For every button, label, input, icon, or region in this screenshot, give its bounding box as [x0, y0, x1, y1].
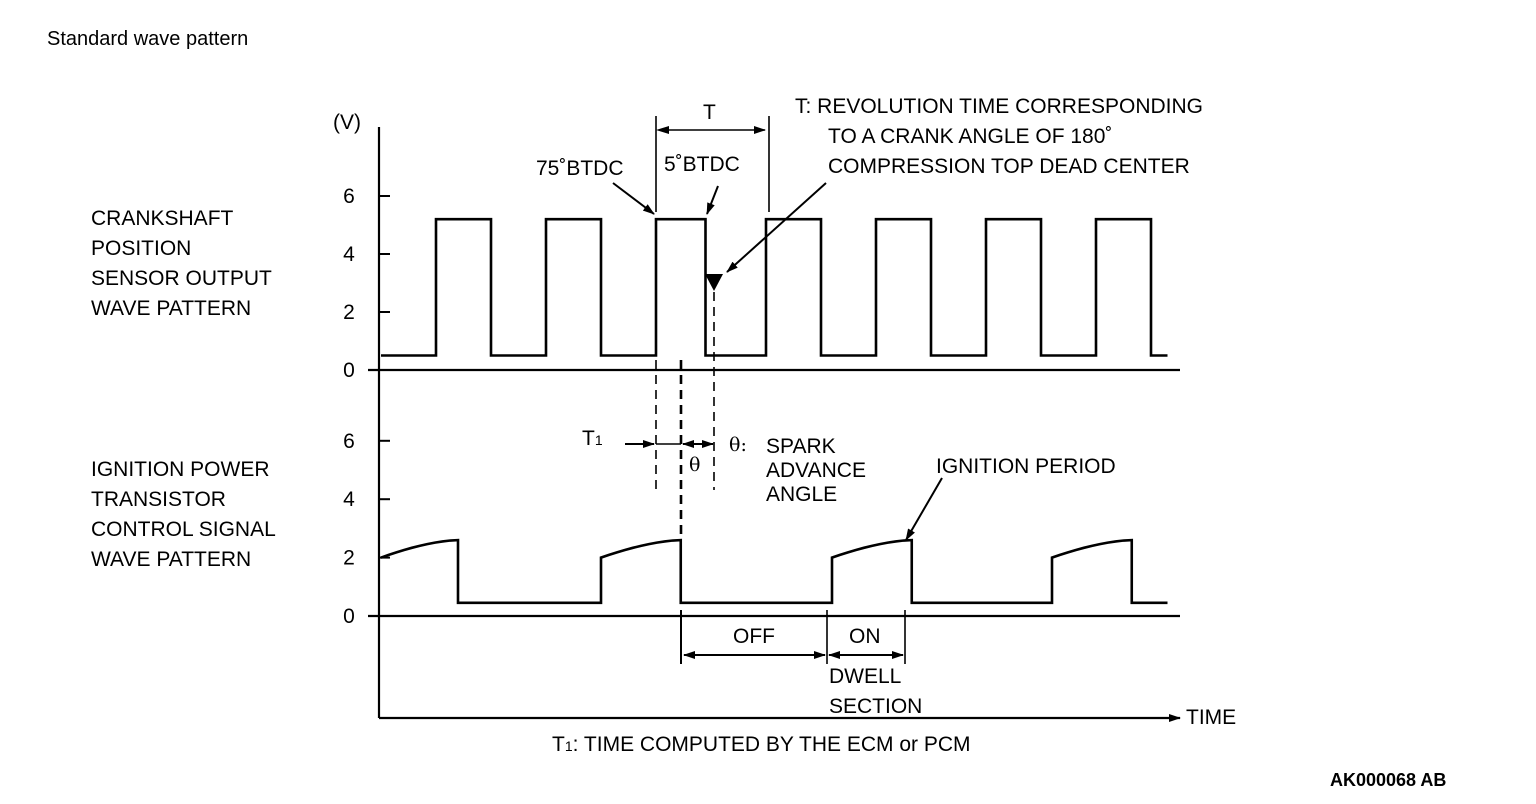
- T-arrowhead-left: [656, 126, 669, 134]
- on-label: ON: [849, 625, 881, 648]
- dwell-line-2: SECTION: [829, 695, 923, 718]
- crank-wave-line: [381, 217, 1168, 357]
- theta-definition-line-2: ADVANCE: [766, 459, 866, 482]
- ignition-wave-line: [380, 538, 1168, 605]
- tdc-arrow: [726, 182, 827, 273]
- ignition-period-label: IGNITION PERIOD: [936, 455, 1116, 478]
- t1-note-text: : TIME COMPUTED BY THE ECM or PCM: [572, 733, 971, 756]
- ignition-label-line-2: TRANSISTOR: [91, 488, 226, 511]
- crank-tick-label-2: 2: [343, 301, 355, 324]
- theta-definition-symbol: θ:: [729, 434, 747, 456]
- btdc-75-label: 75˚BTDC: [536, 157, 624, 180]
- crank-label-line-1: CRANKSHAFT: [91, 207, 234, 230]
- y-unit-label: (V): [333, 111, 361, 134]
- t1-note-sub: 1: [564, 738, 573, 754]
- ignition-tick-label-6: 6: [343, 430, 355, 453]
- tdc-triangle-marker: [705, 274, 723, 291]
- crank-tick-label-6: 6: [343, 185, 355, 208]
- t-definition-line-3: COMPRESSION TOP DEAD CENTER: [828, 155, 1190, 178]
- theta-definition-line-3: ANGLE: [766, 483, 838, 506]
- crank-tick-label-0: 0: [343, 359, 355, 382]
- ignition-tick-label-2: 2: [343, 547, 355, 570]
- ignition-label-line-1: IGNITION POWER: [91, 458, 270, 481]
- ignition-tick-label-0: 0: [343, 605, 355, 628]
- t1-label-sub: 1: [594, 432, 603, 448]
- ignition-label-line-3: CONTROL SIGNAL: [91, 518, 276, 541]
- figure-title: Standard wave pattern: [47, 28, 249, 50]
- theta-label: θ: [689, 454, 701, 476]
- off-label: OFF: [733, 625, 775, 648]
- figure-code: AK000068 AB: [1330, 770, 1447, 790]
- x-axis-label: TIME: [1186, 706, 1237, 729]
- annotation-lines-group: [612, 116, 943, 664]
- btdc-5-label: 5˚BTDC: [664, 153, 740, 176]
- t1-label: T1: [582, 424, 603, 455]
- dwell-line-1: DWELL: [829, 665, 902, 688]
- btdc-5-arrow: [706, 185, 719, 215]
- ignition-period-arrow: [905, 477, 943, 541]
- t-definition-line-2: TO A CRANK ANGLE OF 180˚: [828, 125, 1113, 148]
- t1-label-main: T: [582, 427, 595, 450]
- tick-labels-group: 0 2 4 6 0 2 4 6: [343, 185, 355, 628]
- t1-note: T1: TIME COMPUTED BY THE ECM or PCM: [552, 730, 971, 761]
- axes-group: [368, 127, 1181, 722]
- crank-label-line-2: POSITION: [91, 237, 192, 260]
- marks-group: [380, 217, 1168, 605]
- ignition-tick-label-4: 4: [343, 488, 355, 511]
- t-definition-line-1: T: REVOLUTION TIME CORRESPONDING: [795, 95, 1203, 118]
- ignition-label-line-4: WAVE PATTERN: [91, 548, 252, 571]
- crank-tick-label-4: 4: [343, 243, 355, 266]
- crank-label-line-3: SENSOR OUTPUT: [91, 267, 272, 290]
- btdc-75-arrow: [612, 182, 655, 215]
- t-label: T: [703, 101, 716, 124]
- t1-note-main: T: [552, 733, 565, 756]
- crank-label-line-4: WAVE PATTERN: [91, 297, 252, 320]
- theta-definition-line-1: SPARK: [766, 435, 836, 458]
